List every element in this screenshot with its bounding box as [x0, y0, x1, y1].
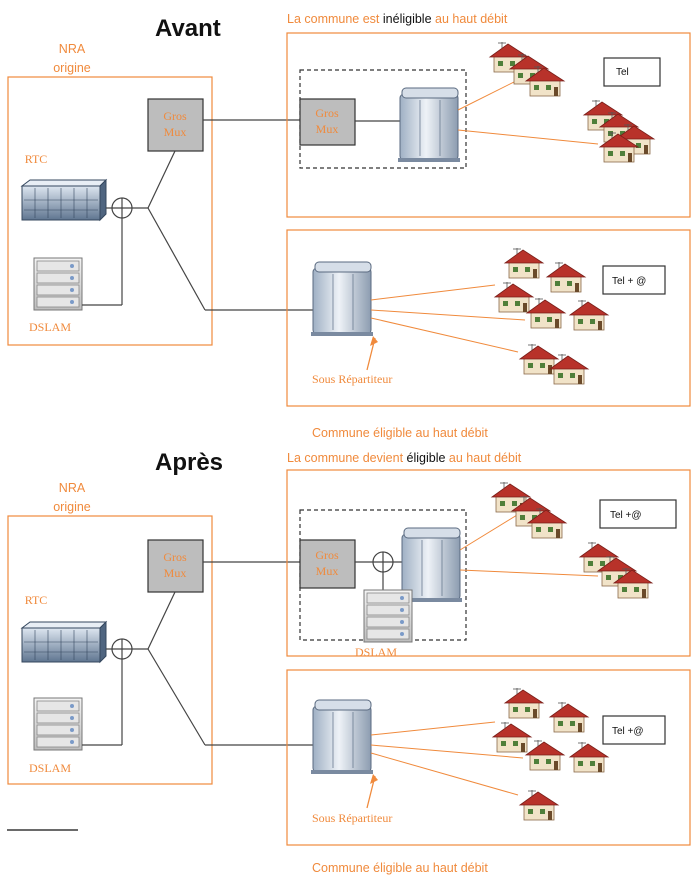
avant-sous-repartiteur: Sous Répartiteur: [312, 372, 392, 386]
apres-service-top: Tel +@: [610, 510, 642, 521]
apres-nra-label-line1: NRA: [59, 481, 86, 495]
apres-rtc-label: RTC: [25, 593, 48, 607]
avant-remote-mux-label-1: Gros: [315, 106, 339, 120]
avant-heading: Avant: [155, 15, 221, 42]
avant-nra-label-line2: origine: [53, 61, 91, 75]
apres-remote-mux-label-1: Gros: [315, 548, 339, 562]
house-icon: [569, 741, 609, 773]
house-icon: [569, 299, 609, 331]
apres-service-bottom: Tel +@: [612, 726, 644, 737]
house-icon: [525, 739, 565, 771]
apres-sous-repartiteur: Sous Répartiteur: [312, 811, 392, 825]
dslam-rack-icon: [363, 589, 413, 643]
house-icon: [492, 721, 532, 753]
street-cabinet-icon: [397, 87, 461, 163]
dslam-rack-icon: [33, 697, 83, 751]
apres-top-lines: [459, 511, 599, 577]
apres-gros-mux: [147, 539, 204, 593]
house-icon: [546, 261, 586, 293]
avant-nra-box: [7, 76, 213, 346]
apres-dslam-label: DSLAM: [29, 761, 71, 775]
apres-remote-mux-label-2: Mux: [316, 564, 339, 578]
avant-remote-gros-mux: [299, 98, 356, 146]
avant-bottom-lines: [370, 284, 526, 353]
apres-commune-top-box: [286, 469, 691, 657]
house-icon: [519, 789, 559, 821]
house-icon: [526, 297, 566, 329]
house-icon: [504, 247, 544, 279]
house-icon: [504, 687, 544, 719]
avant-bottom-caption: Commune éligible au haut débit: [312, 426, 488, 440]
house-icon: [519, 343, 559, 375]
apres-heading: Après: [155, 449, 223, 476]
house-icon: [494, 281, 534, 313]
apres-top-houses: [491, 481, 653, 599]
apres-commune-bottom-box: [286, 669, 691, 846]
house-icon: [549, 701, 589, 733]
apres-bottom-caption: Commune éligible au haut débit: [312, 861, 488, 875]
street-cabinet-icon: [310, 261, 374, 337]
avant-remote-mux-label-2: Mux: [316, 122, 339, 136]
avant-commune-top-box: [286, 32, 691, 218]
avant-top-lines: [457, 77, 599, 145]
dslam-rack-icon: [33, 257, 83, 311]
avant-service-top-box: [603, 57, 661, 87]
avant-gros-mux-label-2: Mux: [164, 125, 187, 139]
avant-rtc-label: RTC: [25, 152, 48, 166]
avant-service-top: Tel: [616, 67, 629, 78]
apres-nra-label-line2: origine: [53, 500, 91, 514]
avant-gros-mux: [147, 98, 204, 152]
apres-gros-mux-label-1: Gros: [163, 550, 187, 564]
apres-remote-dslam-label: DSLAM: [355, 645, 397, 659]
avant-dslam-label: DSLAM: [29, 320, 71, 334]
avant-commune-bottom-box: [286, 229, 691, 407]
apres-service-bottom-box: [602, 715, 666, 745]
apres-remote-gros-mux: [299, 539, 356, 589]
apres-bottom-houses: [492, 687, 609, 821]
apres-nra-box: [7, 515, 213, 785]
avant-nra-label-line1: NRA: [59, 42, 86, 56]
rtc-switch-icon: [21, 621, 107, 663]
apres-gros-mux-label-2: Mux: [164, 566, 187, 580]
avant-top-caption: La commune est inéligible au haut débit: [287, 12, 508, 26]
apres-service-top-box: [599, 499, 677, 529]
street-cabinet-icon: [310, 699, 374, 775]
apres-bottom-lines: [370, 721, 524, 796]
avant-service-bottom-box: [602, 265, 666, 295]
avant-service-bottom: Tel + @: [612, 276, 646, 287]
avant-gros-mux-label-1: Gros: [163, 109, 187, 123]
avant-bottom-houses: [494, 247, 609, 385]
apres-top-caption: La commune devient éligible au haut débi…: [287, 451, 522, 465]
rtc-switch-icon: [21, 179, 107, 221]
